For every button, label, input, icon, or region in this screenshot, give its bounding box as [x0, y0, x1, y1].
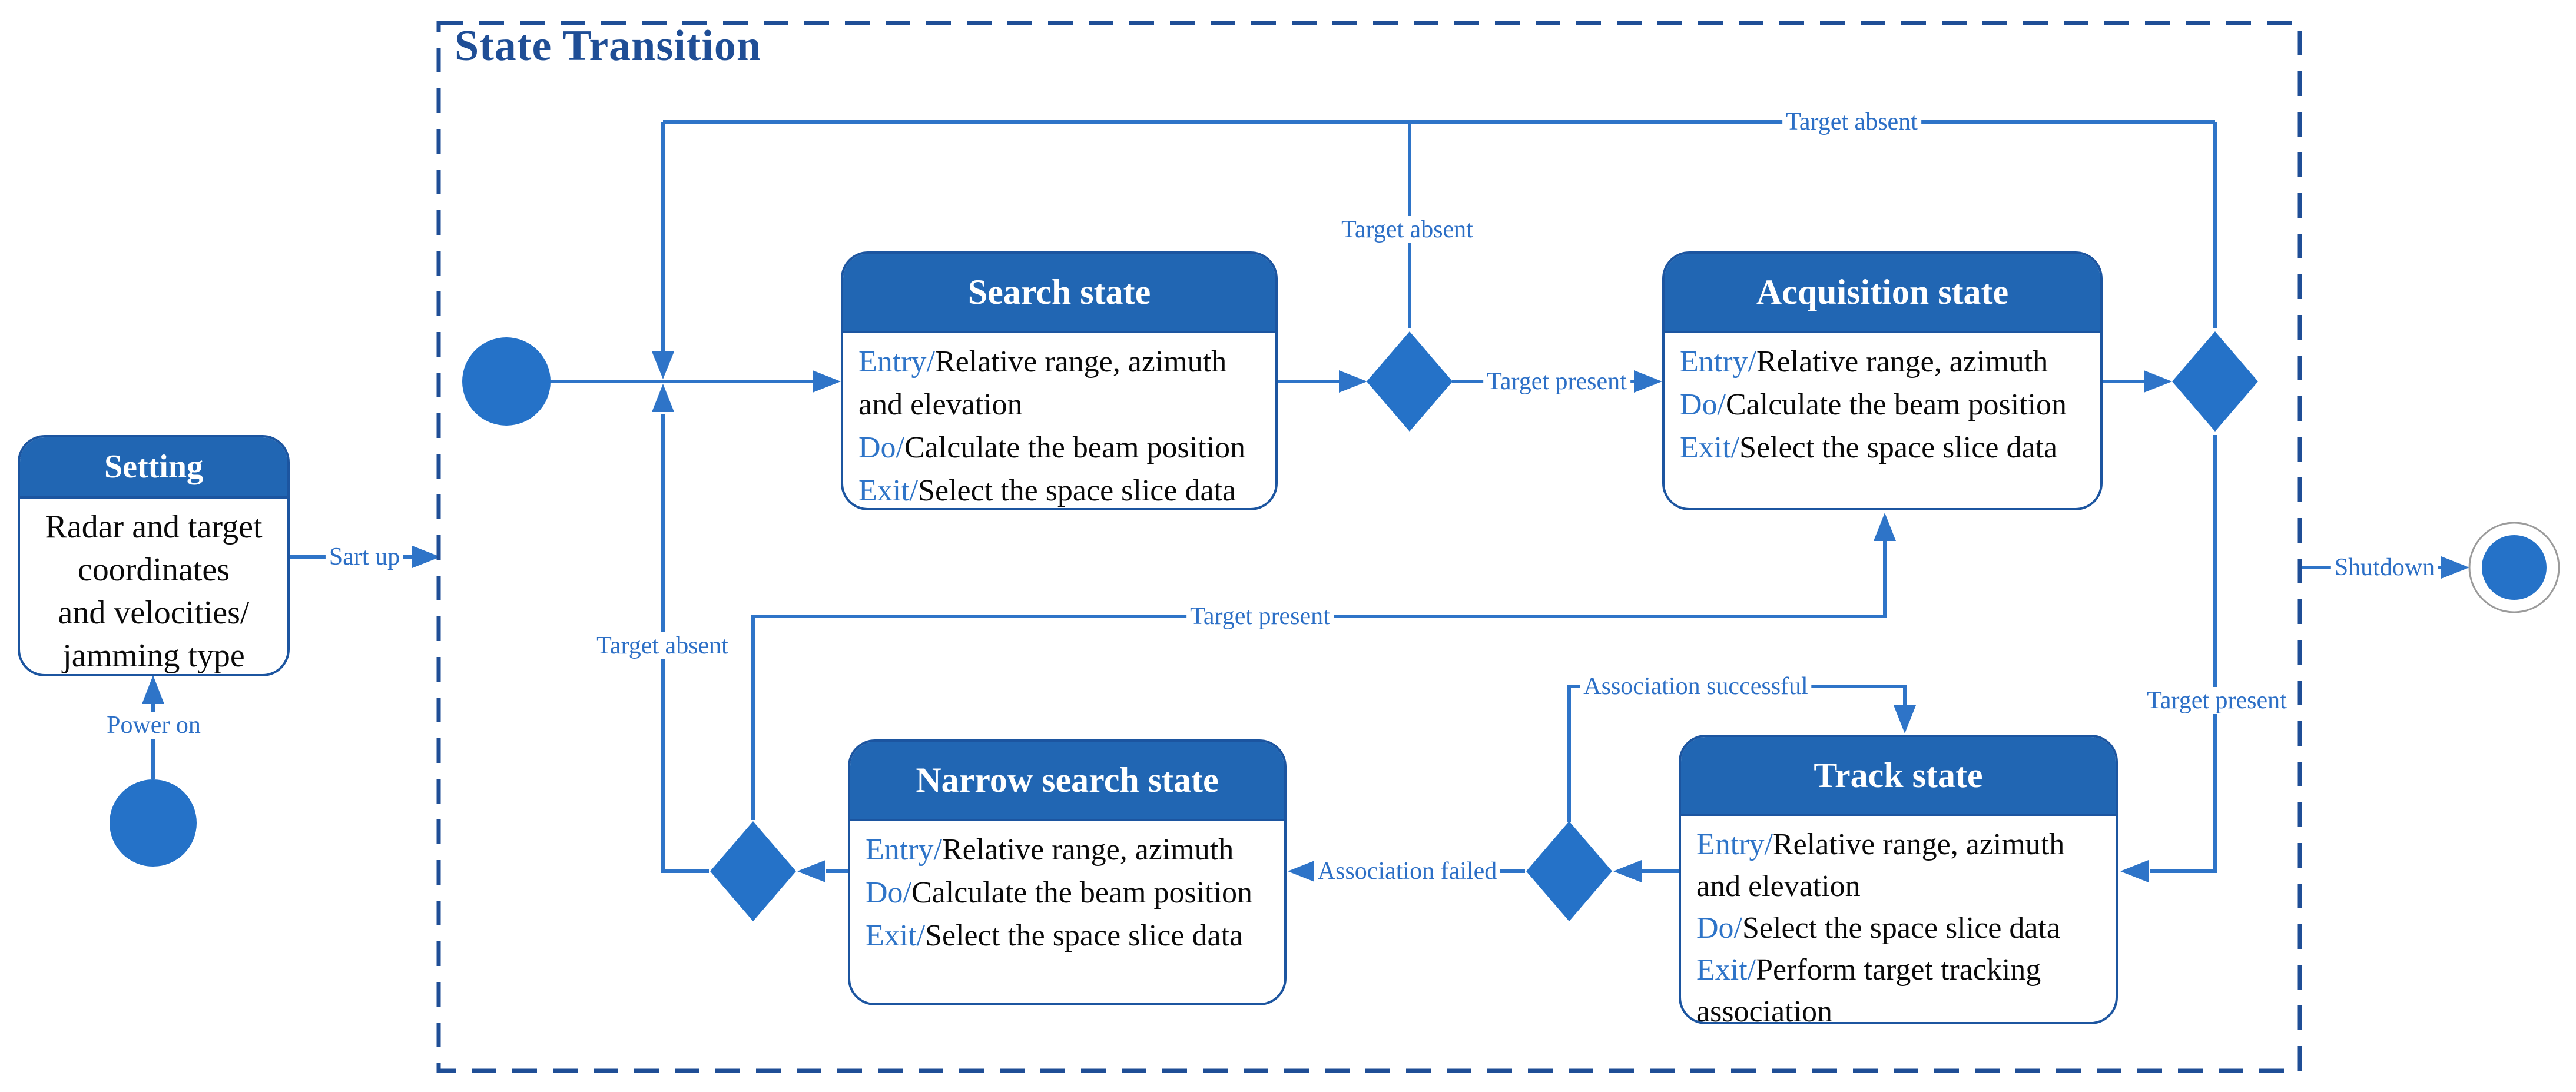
exit-action: Perform target tracking association [1696, 953, 2041, 1024]
transition-label-target-present-track: Target present [2143, 687, 2290, 714]
transition-label-power-on: Power on [103, 712, 204, 739]
setting-line: jamming type [62, 638, 245, 674]
arrowhead-into-decision1 [1339, 370, 1367, 393]
state-acquisition-title: Acquisition state [1665, 254, 2100, 333]
initial-state-node-outer [110, 779, 197, 867]
entry-action: Relative range, azimuth [941, 833, 1234, 867]
setting-line: coordinates [77, 552, 230, 588]
arrowhead-up-into-search-line [652, 384, 674, 412]
state-narrow-search: Narrow search state Entry/Relative range… [848, 739, 1287, 1005]
state-narrow-search-body: Entry/Relative range, azimuth Do/Calcula… [850, 821, 1284, 957]
transition-label-target-absent-top: Target absent [1782, 108, 1921, 135]
final-state-node [2482, 535, 2547, 600]
do-keyword: Do/ [1680, 388, 1726, 421]
arrowhead-into-decision2 [2144, 370, 2172, 393]
exit-action: Select the space slice data [918, 474, 1236, 507]
state-action: Exit/Select the space slice data [866, 914, 1272, 957]
do-action: Calculate the beam position [911, 876, 1253, 910]
state-action: Do/Select the space slice data [1696, 907, 2104, 949]
do-action: Select the space slice data [1742, 911, 2060, 945]
state-track-body: Entry/Relative range, azimuth and elevat… [1681, 816, 2116, 1024]
do-action: Calculate the beam position [1726, 388, 2067, 421]
do-action: Calculate the beam position [904, 431, 1246, 464]
transition-label-target-absent-search: Target absent [1338, 216, 1477, 243]
transition-label-shutdown: Shutdown [2330, 554, 2439, 581]
state-narrow-search-title: Narrow search state [850, 742, 1284, 821]
arrowhead-into-track-top [1894, 705, 1916, 733]
exit-keyword: Exit/ [858, 474, 919, 507]
state-search: Search state Entry/Relative range, azimu… [841, 251, 1278, 510]
state-action: Do/Calculate the beam position [858, 426, 1264, 469]
state-action: Entry/Relative range, azimuth [866, 828, 1272, 871]
arrowhead-into-track-right [2120, 860, 2149, 882]
arrowhead-power-on [142, 675, 164, 704]
entry-action: Relative range, azimuth and elevation [1696, 828, 2065, 903]
state-action: Exit/Perform target tracking association [1696, 949, 2104, 1024]
state-setting-title: Setting [20, 437, 287, 499]
decision-diamond-track [1526, 821, 1612, 921]
state-action: Entry/Relative range, azimuth [1680, 340, 2088, 383]
decision-diamond-narrow [710, 821, 796, 921]
arrowhead-into-decision3 [1613, 860, 1642, 882]
exit-keyword: Exit/ [1696, 953, 1756, 987]
edge-decision2-to-track [2150, 435, 2217, 873]
entry-keyword: Entry/ [1696, 828, 1773, 861]
state-setting: Setting Radar and target coordinates and… [18, 435, 290, 676]
state-track: Track state Entry/Relative range, azimut… [1679, 735, 2118, 1024]
do-keyword: Do/ [866, 876, 911, 910]
arrowhead-into-search [813, 370, 841, 393]
arrowhead-into-acquisition-bottom [1874, 513, 1896, 541]
state-setting-body: Radar and target coordinates and velocit… [20, 499, 287, 674]
arrowhead-into-decision4 [797, 860, 825, 882]
exit-action: Select the space slice data [925, 919, 1244, 952]
entry-action: Relative range, azimuth and elevation [858, 345, 1227, 421]
arrowhead-into-narrow [1288, 860, 1316, 882]
transition-label-association-failed: Association failed [1314, 858, 1501, 885]
state-track-title: Track state [1681, 737, 2116, 816]
state-action: Entry/Relative range, azimuth and elevat… [858, 340, 1264, 426]
state-acquisition: Acquisition state Entry/Relative range, … [1662, 251, 2103, 510]
exit-keyword: Exit/ [1680, 431, 1740, 464]
entry-keyword: Entry/ [858, 345, 935, 379]
state-action: Do/Calculate the beam position [1680, 383, 2088, 426]
arrowhead-into-acquisition [1634, 370, 1662, 393]
entry-keyword: Entry/ [1680, 345, 1756, 379]
setting-line: Radar and target [45, 509, 263, 545]
transition-label-target-absent-narrow: Target absent [593, 632, 732, 659]
arrowhead-down-into-search-line [652, 351, 674, 379]
state-transition-boundary [436, 21, 2302, 1073]
transition-label-target-present-acquisition: Target present [1483, 368, 1630, 395]
do-keyword: Do/ [858, 431, 904, 464]
page-title: State Transition [455, 22, 762, 70]
edge-decision4-target-absent [661, 414, 709, 873]
exit-action: Select the space slice data [1739, 431, 2058, 464]
arrowhead-shutdown [2441, 556, 2469, 579]
state-action: Exit/Select the space slice data [1680, 426, 2088, 469]
state-action: Entry/Relative range, azimuth and elevat… [1696, 824, 2104, 907]
setting-line: and velocities/ [58, 595, 250, 631]
entry-keyword: Entry/ [866, 833, 942, 867]
state-action: Exit/Select the space slice data [858, 469, 1264, 508]
transition-label-association-successful: Association successful [1580, 673, 1812, 700]
decision-diamond-acquisition [2172, 331, 2258, 432]
arrowhead-sart-up [412, 546, 440, 568]
state-search-title: Search state [843, 254, 1275, 333]
exit-keyword: Exit/ [866, 919, 926, 952]
decision-diamond-search [1367, 331, 1453, 432]
transition-label-target-present-narrow: Target present [1186, 603, 1334, 630]
state-acquisition-body: Entry/Relative range, azimuth Do/Calcula… [1665, 333, 2100, 469]
state-action: Do/Calculate the beam position [866, 871, 1272, 914]
initial-state-node-inner [462, 337, 551, 426]
transition-label-sart-up: Sart up [325, 543, 404, 570]
state-search-body: Entry/Relative range, azimuth and elevat… [843, 333, 1275, 508]
do-keyword: Do/ [1696, 911, 1742, 945]
entry-action: Relative range, azimuth [1756, 345, 2048, 379]
